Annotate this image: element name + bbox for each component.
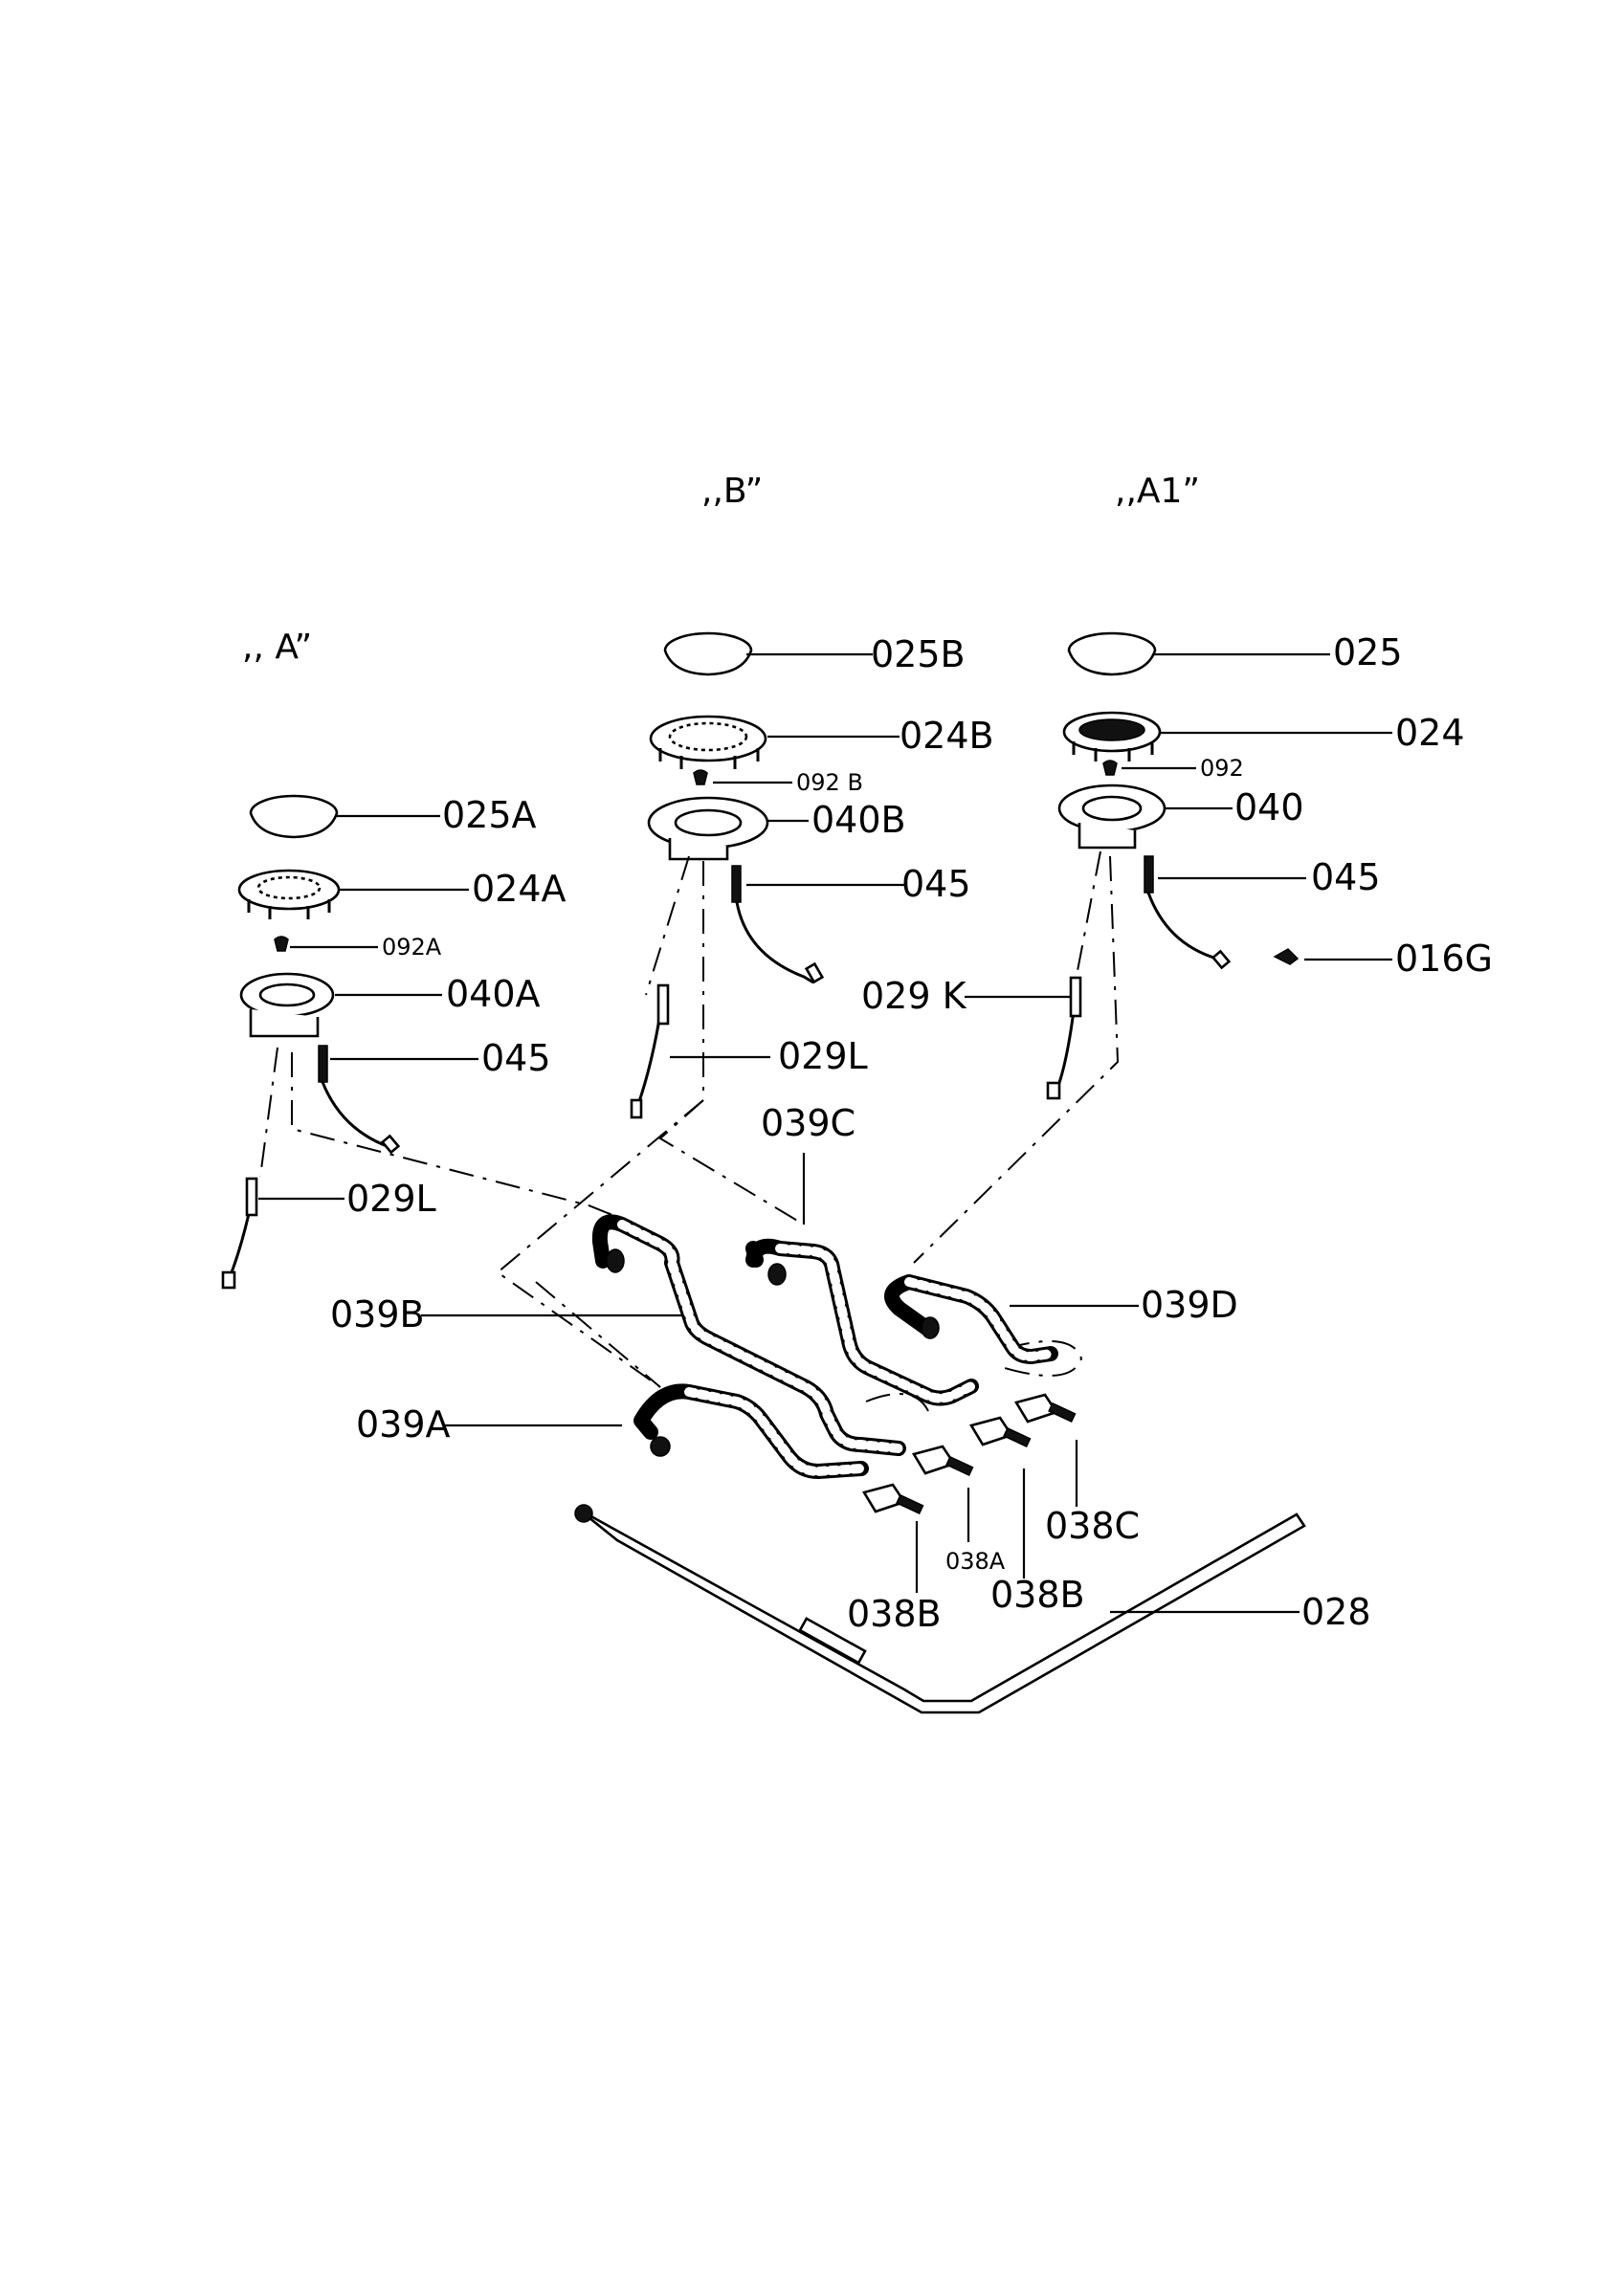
label-092a: 092A <box>382 934 442 960</box>
thermocouple-045-a1 <box>1144 855 1232 970</box>
label-025a: 025A <box>442 794 537 836</box>
label-016g: 016G <box>1395 938 1493 980</box>
thermocouple-045-b <box>731 865 825 984</box>
injector-092b <box>693 769 708 785</box>
label-092b: 092 B <box>796 769 863 796</box>
label-038a: 038A <box>945 1548 1006 1575</box>
burner-cap-025b <box>663 631 753 676</box>
label-029l-b: 029L <box>778 1035 868 1077</box>
label-024a: 024A <box>472 868 567 910</box>
gas-rail-028 <box>574 1504 1306 1714</box>
gas-tap-038a <box>911 1445 974 1477</box>
group-label-a: ,, A” <box>242 628 312 667</box>
label-045-b: 045 <box>901 863 971 905</box>
label-040b: 040B <box>811 799 906 841</box>
label-029l-a: 029L <box>346 1178 436 1220</box>
gas-tap-038b-right <box>968 1416 1032 1448</box>
gas-tap-038b-left <box>861 1483 924 1515</box>
injector-092a <box>274 936 289 952</box>
group-label-a1: ,,A1” <box>1115 472 1200 511</box>
label-038c: 038C <box>1045 1505 1140 1547</box>
gas-pipe-039b <box>591 1214 906 1456</box>
label-038b-left: 038B <box>847 1593 942 1635</box>
label-024: 024 <box>1395 712 1465 754</box>
label-025b: 025B <box>871 633 966 675</box>
gas-pipe-039c <box>745 1238 979 1406</box>
label-039b: 039B <box>330 1293 425 1336</box>
label-040a: 040A <box>446 973 541 1015</box>
thermocouple-029l-a <box>221 1177 258 1290</box>
label-039a: 039A <box>356 1403 451 1446</box>
gas-tap-038c <box>1013 1393 1077 1424</box>
label-038b-right: 038B <box>990 1574 1085 1616</box>
burner-body-040b <box>647 796 769 861</box>
burner-crown-024 <box>1062 711 1162 762</box>
group-label-b: ,,B” <box>701 472 763 511</box>
burner-cap-025 <box>1067 631 1157 676</box>
burner-crown-024b <box>649 715 767 769</box>
thermocouple-029l-b <box>630 983 670 1119</box>
burner-crown-024a <box>237 869 341 919</box>
thermocouple-029k <box>1046 976 1082 1100</box>
label-040: 040 <box>1234 786 1304 828</box>
label-092: 092 <box>1200 755 1244 782</box>
assembly-lines <box>259 850 1120 1412</box>
burner-cap-025a <box>249 794 339 839</box>
leader-lines <box>258 652 1392 1614</box>
label-028: 028 <box>1301 1591 1371 1633</box>
label-045-a1: 045 <box>1311 856 1381 898</box>
label-025: 025 <box>1333 631 1403 673</box>
label-039c: 039C <box>761 1102 855 1144</box>
gas-pipe-039a <box>633 1383 869 1479</box>
burner-body-040a <box>239 972 335 1038</box>
label-029k: 029 K <box>861 975 967 1017</box>
thermocouple-045-a <box>318 1045 401 1155</box>
label-024b: 024B <box>900 715 994 757</box>
gas-pipe-039d <box>884 1274 1058 1364</box>
label-039d: 039D <box>1141 1284 1238 1326</box>
label-045-a: 045 <box>481 1037 551 1079</box>
injector-092 <box>1102 760 1118 776</box>
burner-body-040 <box>1057 784 1167 850</box>
clip-016g <box>1273 948 1300 965</box>
